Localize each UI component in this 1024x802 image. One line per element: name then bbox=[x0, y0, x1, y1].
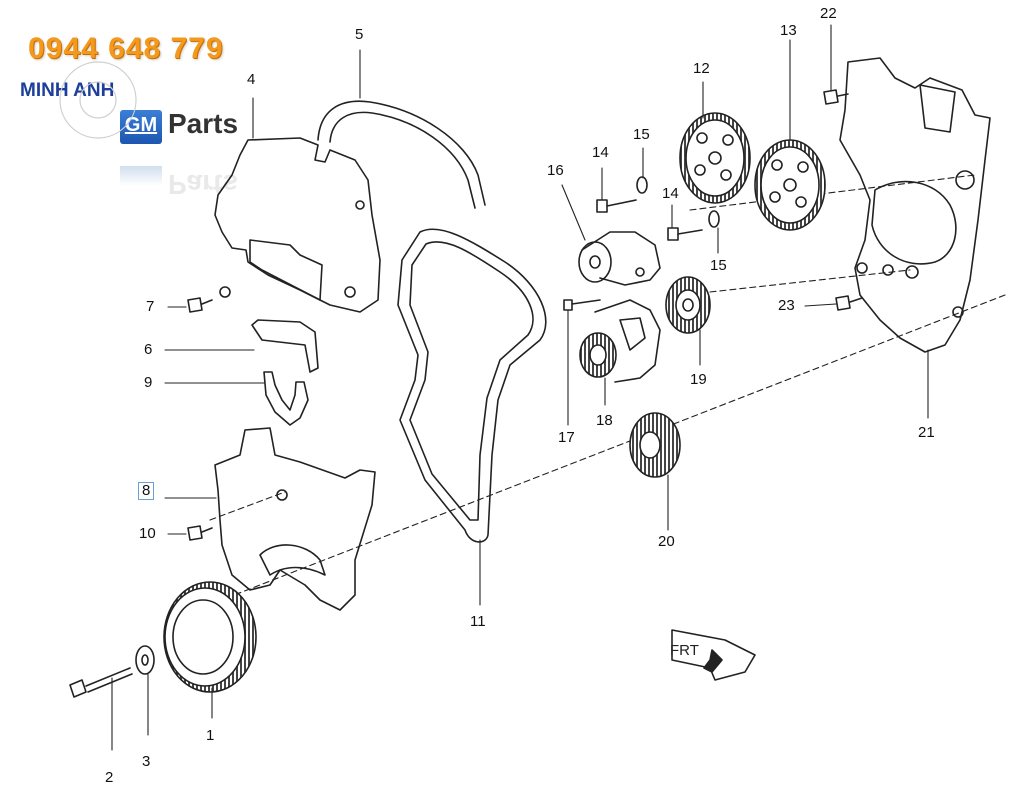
callout-13: 13 bbox=[780, 22, 797, 39]
callout-8[interactable]: 8 bbox=[138, 482, 155, 500]
watermark-gear-icon bbox=[59, 61, 137, 139]
callout-22: 22 bbox=[820, 5, 837, 22]
callout-3: 3 bbox=[142, 753, 151, 770]
water-pump-bolt bbox=[563, 299, 601, 311]
callout-11: 11 bbox=[470, 613, 486, 630]
water-pump bbox=[579, 299, 661, 383]
front-direction-marker: FRT bbox=[670, 629, 756, 681]
gm-logo: GM bbox=[120, 110, 162, 144]
callout-23: 23 bbox=[778, 297, 795, 314]
washer-upper bbox=[636, 176, 648, 194]
cover-seal bbox=[263, 371, 309, 426]
callout-19: 19 bbox=[690, 371, 707, 388]
belt-tensioner bbox=[578, 231, 661, 286]
gm-logo-reflection bbox=[120, 166, 162, 186]
small-bolt-23 bbox=[835, 295, 863, 311]
rear-timing-cover bbox=[839, 57, 991, 353]
washer-lower bbox=[708, 210, 720, 228]
sprocket-bolt-upper bbox=[596, 199, 637, 213]
callout-18: 18 bbox=[596, 412, 613, 429]
callout-20: 20 bbox=[658, 533, 675, 550]
cover-gasket bbox=[251, 319, 319, 373]
callout-2: 2 bbox=[105, 769, 114, 786]
assembly-axis-lines bbox=[169, 174, 1006, 621]
callout-21: 21 bbox=[918, 424, 935, 441]
callout-9: 9 bbox=[144, 374, 153, 391]
callout-7: 7 bbox=[146, 298, 155, 315]
lower-timing-cover bbox=[214, 427, 376, 611]
small-bolt-22 bbox=[823, 89, 849, 105]
callout-14-upper: 14 bbox=[592, 144, 609, 161]
callout-17: 17 bbox=[558, 429, 575, 446]
callout-12: 12 bbox=[693, 60, 710, 77]
gm-logo-text: GM bbox=[124, 114, 158, 136]
brand-name: MINH ANH bbox=[20, 80, 115, 101]
small-bolt-7 bbox=[187, 297, 213, 313]
callout-10: 10 bbox=[139, 525, 156, 542]
camshaft-sprocket-12 bbox=[679, 112, 751, 204]
upper-timing-cover bbox=[214, 137, 381, 313]
callout-5: 5 bbox=[355, 26, 364, 43]
callout-15-lower: 15 bbox=[710, 257, 727, 274]
callout-4: 4 bbox=[247, 71, 256, 88]
idler-pulley bbox=[665, 276, 711, 334]
front-marker-text: FRT bbox=[670, 642, 699, 659]
timing-belt bbox=[397, 228, 547, 543]
camshaft-sprocket-13 bbox=[754, 139, 826, 231]
callout-6: 6 bbox=[144, 341, 153, 358]
parts-label: Parts bbox=[168, 108, 239, 139]
callout-1: 1 bbox=[206, 727, 215, 744]
pulley-washer bbox=[135, 645, 155, 675]
callout-16: 16 bbox=[547, 162, 564, 179]
crankshaft-pulley bbox=[163, 581, 257, 693]
callout-15-upper: 15 bbox=[633, 126, 650, 143]
pulley-bolt bbox=[69, 667, 133, 698]
callout-leader-lines bbox=[111, 24, 929, 751]
phone-number: 0944 648 779 bbox=[28, 32, 224, 65]
cover-seal-strip bbox=[317, 100, 486, 209]
small-bolt-10 bbox=[187, 525, 213, 541]
sprocket-bolt-lower bbox=[667, 227, 703, 241]
callout-14-lower: 14 bbox=[662, 185, 679, 202]
crankshaft-sprocket bbox=[629, 412, 681, 478]
